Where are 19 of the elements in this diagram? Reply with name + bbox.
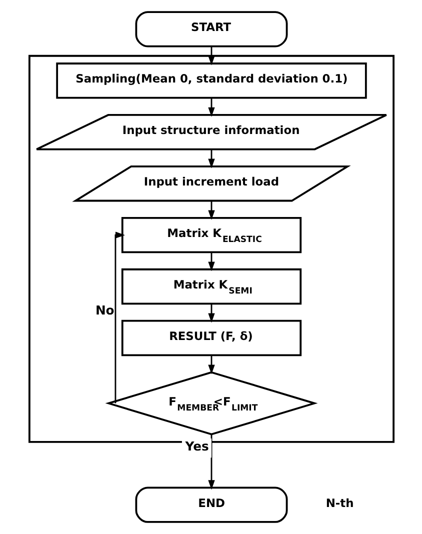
arrow: [208, 304, 214, 323]
edge-label: Yes: [184, 438, 208, 454]
edge-label: No: [94, 302, 114, 318]
arrow: [208, 150, 214, 168]
arrow: [208, 98, 214, 117]
node-box: START: [134, 11, 288, 48]
node-box: Sampling(Mean 0, standard deviation 0.1): [56, 62, 366, 99]
arrow: [208, 434, 214, 490]
arrow: [208, 46, 214, 66]
node-diamond: F$_{MEMBER}$<F$_{LIMIT}$: [104, 371, 318, 436]
node-box: END: [134, 486, 288, 523]
arrow: [208, 252, 214, 272]
node-box: Matrix K$_{SEMI}$: [120, 268, 302, 305]
arrow: [208, 356, 214, 374]
node-box: Matrix K$_{ELASTIC}$: [120, 216, 302, 254]
label: N-th: [325, 496, 354, 510]
node-box: RESULT (F, δ): [120, 320, 302, 356]
arrow: [208, 201, 214, 220]
arrow: [114, 232, 125, 404]
